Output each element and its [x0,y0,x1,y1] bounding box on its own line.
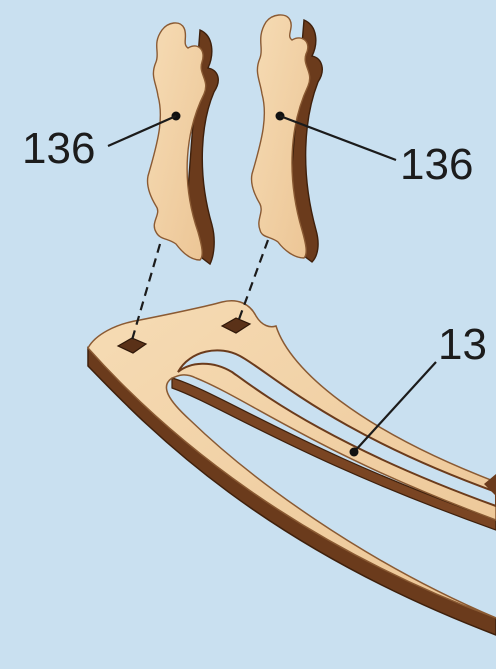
callout-label-left: 136 [22,127,95,171]
right-upright-part [251,15,322,262]
left-upright-part [147,23,218,264]
base-arc-part [88,301,496,635]
base-arc-face [88,301,496,618]
callout-label-base: 13 [438,323,487,367]
base-arc-callout-dot [350,448,359,457]
callout-label-right: 136 [400,143,473,187]
